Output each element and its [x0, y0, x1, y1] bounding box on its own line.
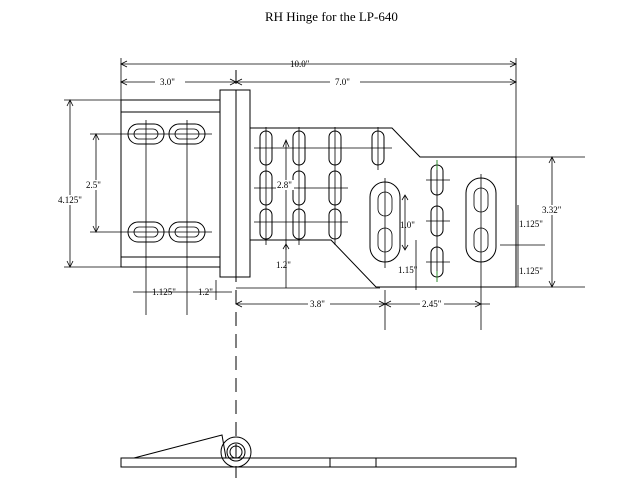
bottom-right-label: 2.45" — [422, 299, 442, 309]
left-slot-spacing-label: 2.5" — [86, 180, 101, 190]
drawing-title: RH Hinge for the LP-640 — [265, 9, 398, 24]
leaf-width-dimension: 3.0" 7.0" — [120, 77, 517, 87]
overall-width-dimension: 10.0" — [120, 58, 517, 158]
slot-length-label: 1.0" — [400, 220, 415, 230]
left-leaf-width-label: 3.0" — [160, 77, 175, 87]
bottom-left-b-label: 1.2" — [198, 287, 213, 297]
overall-width-label: 10.0" — [290, 59, 310, 69]
right-gap-dimension: 1.15" — [398, 240, 418, 290]
right-lower-label: 1.125" — [519, 266, 543, 276]
hinge-knuckle — [219, 89, 251, 278]
left-height-label: 4.125" — [58, 195, 82, 205]
center-column-slots — [426, 160, 450, 282]
right-height-dimension: 3.32" — [516, 156, 585, 288]
right-upper-label: 1.125" — [519, 219, 543, 229]
middle-spacing-dimension: 2.8" — [276, 138, 294, 250]
left-height-dimension: 4.125" — [58, 99, 121, 268]
bottom-mid-label: 3.8" — [310, 299, 325, 309]
right-segment-dimensions: 1.125" 1.125" — [500, 205, 545, 287]
bottom-left-dimensions: 1.125" 1.2" — [133, 280, 232, 300]
left-leaf-slots — [122, 120, 212, 315]
bottom-step-dimension: 1.2" — [276, 243, 291, 288]
bottom-left-a-label: 1.125" — [152, 287, 176, 297]
slot-length-dimension: 1.0" — [400, 194, 415, 251]
left-slot-spacing-dimension: 2.5" — [85, 133, 122, 233]
middle-spacing-label: 2.8" — [277, 180, 292, 190]
right-leaf-width-label: 7.0" — [335, 77, 350, 87]
right-height-label: 3.32" — [542, 205, 562, 215]
middle-slot-grid — [254, 127, 392, 245]
bottom-step-label: 1.2" — [276, 260, 291, 270]
right-gap-label: 1.15" — [398, 265, 418, 275]
right-leaf-outline — [250, 127, 517, 288]
large-slots — [369, 174, 497, 268]
hinge-side-view — [120, 434, 517, 468]
bottom-mid-dimensions: 3.8" 2.45" — [235, 268, 490, 330]
